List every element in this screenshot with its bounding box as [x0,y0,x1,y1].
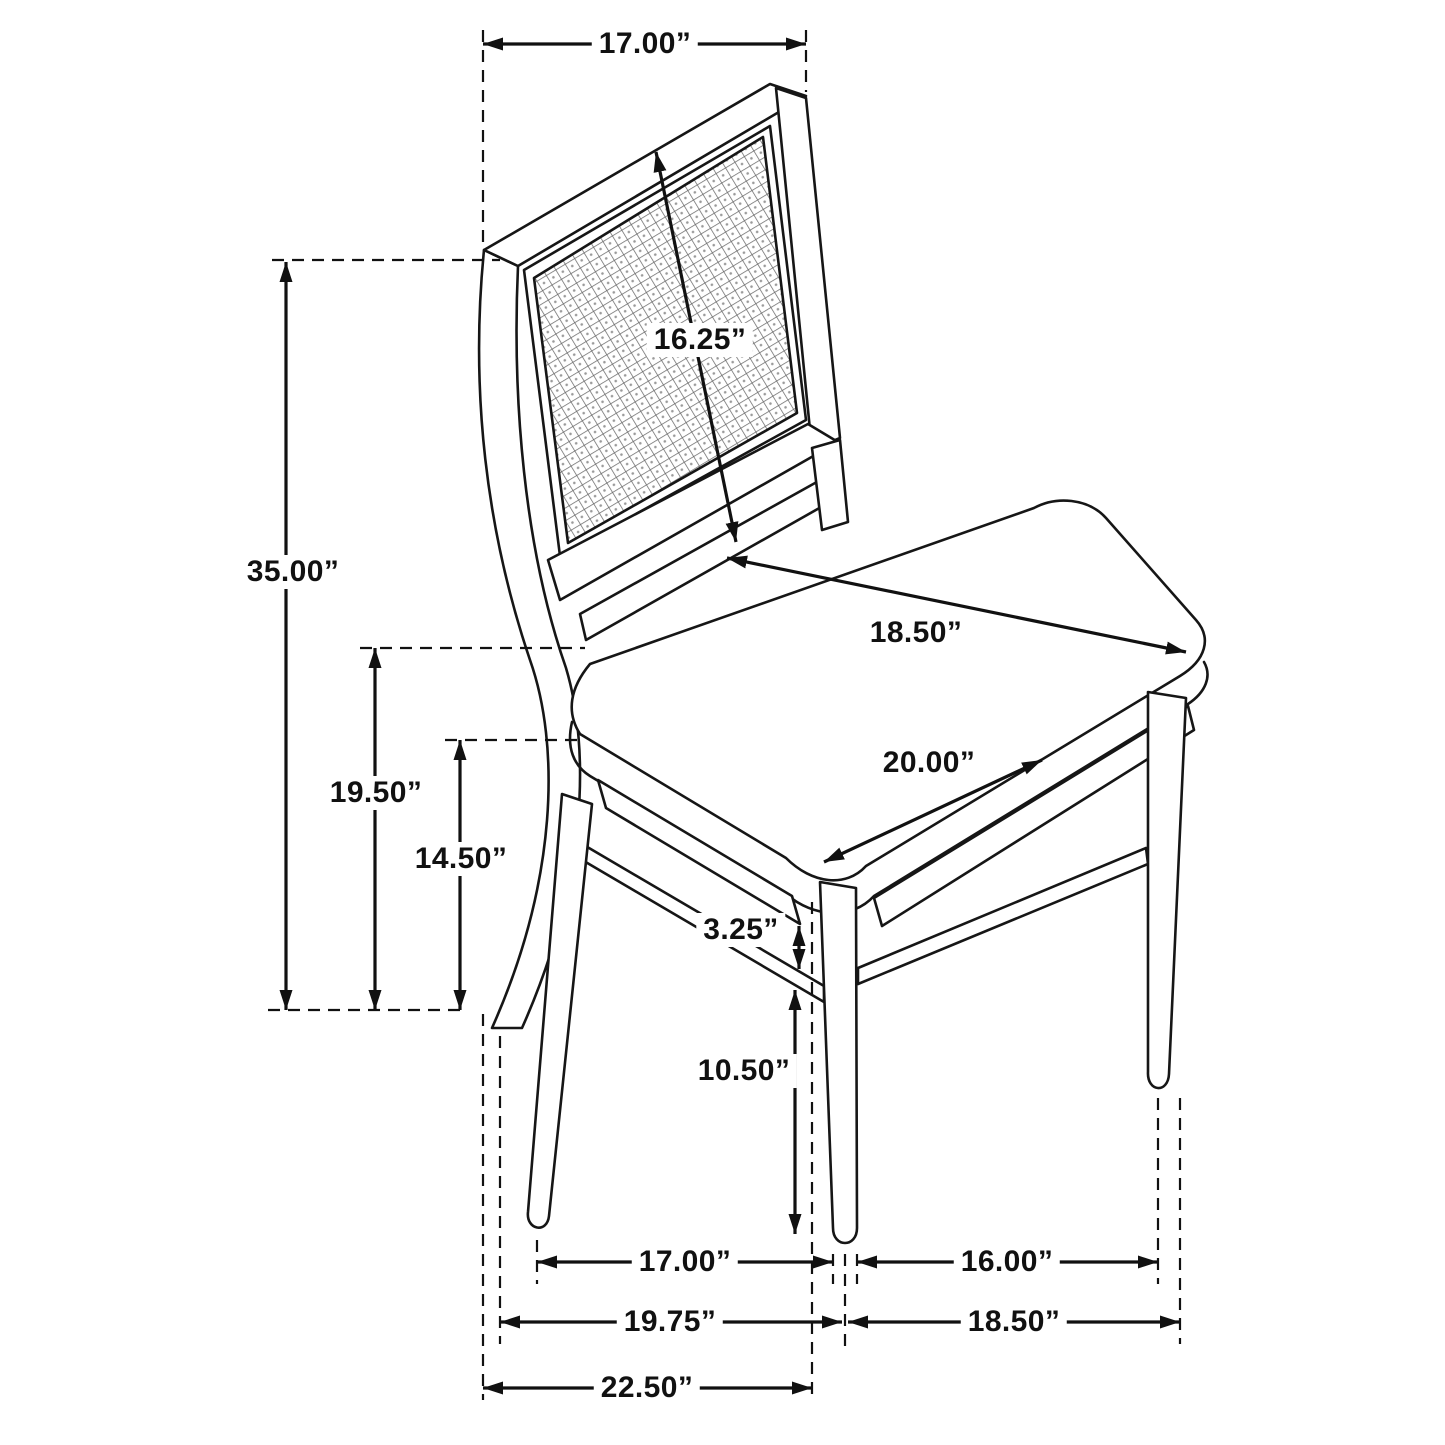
dim-label-back-width: 17.00” [591,27,699,61]
dim-label-lower-leg-height: 10.50” [690,1054,798,1088]
dim-seat-depth-line [726,555,1187,655]
dim-label-apron-gap: 3.25” [696,913,786,947]
dim-label-seat-width: 20.00” [875,746,983,780]
dim-label-base-width: 19.75” [616,1305,724,1339]
dim-label-back-panel-diagonal: 16.25” [646,323,754,357]
chair-right-stile [774,86,842,452]
dim-label-front-leg-span: 17.00” [631,1245,739,1279]
chair [477,82,1209,1245]
dim-label-overall-height: 35.00” [239,555,347,589]
front-right-leg [818,880,859,1245]
stretcher-right [856,846,1150,986]
dim-label-seat-frame-height: 14.50” [407,842,515,876]
rear-right-leg [1146,690,1188,1090]
dim-label-overall-width: 22.50” [593,1371,701,1405]
dim-label-side-leg-span: 16.00” [953,1245,1061,1279]
chair-back-top-rail [482,82,808,268]
chair-right-stile-foot [810,438,850,532]
seat-apron-left [596,778,802,926]
extension-lines [268,30,1182,1400]
chair-left-stile-and-rear-leg [477,248,582,1030]
dim-label-base-depth: 18.50” [960,1305,1068,1339]
front-left-leg [526,792,594,1229]
dim-label-seat-height: 19.50” [322,776,430,810]
dim-seat-width-line [823,758,1043,864]
dim-label-seat-depth: 18.50” [862,616,970,650]
dimension-lines [279,37,1187,1395]
